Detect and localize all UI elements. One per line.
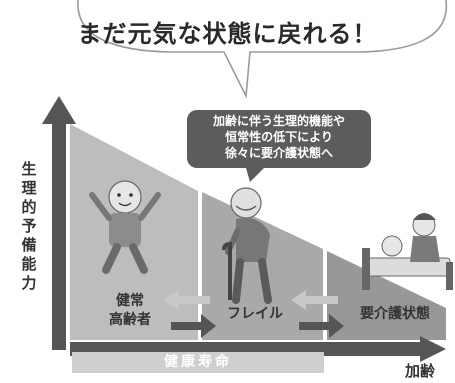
stage-healthy-line: 健常 [116, 293, 144, 309]
callout-line: 加齢に伴う生理的機能や [212, 114, 345, 128]
callout-line: 恒常性の低下により [225, 130, 333, 144]
callout-line: 徐々に要介護状態へ [224, 146, 333, 160]
care-illustration [362, 213, 453, 290]
stage-care-label: 要介護状態 [360, 306, 430, 322]
stage-healthy-line: 高齢者 [109, 312, 151, 328]
callout-text: 加齢に伴う生理的機能や 恒常性の低下により 徐々に要介護状態へ [191, 113, 367, 161]
arrows-healthy-frail [163, 290, 216, 338]
stage-frail-label: フレイル [227, 306, 283, 322]
speech-bubble [77, 0, 448, 99]
callout-tail [246, 168, 264, 182]
healthy-life-bar [72, 352, 324, 373]
healthy-life-label: 健康寿命 [164, 354, 232, 370]
y-axis-label: 生理的予備能力 [21, 160, 37, 292]
bubble-text: まだ元気な状態に戻れる！ [77, 20, 378, 48]
frail-elderly-illustration [222, 187, 272, 304]
callout-box [187, 110, 371, 168]
arrows-frail-care [291, 290, 344, 338]
panel-care [327, 251, 446, 340]
x-axis-label: 加齢 [405, 362, 436, 380]
stage-healthy-label: 健常 高齢者 [102, 292, 158, 330]
y-axis-arrow [42, 96, 76, 350]
healthy-elderly-illustration [89, 180, 161, 274]
